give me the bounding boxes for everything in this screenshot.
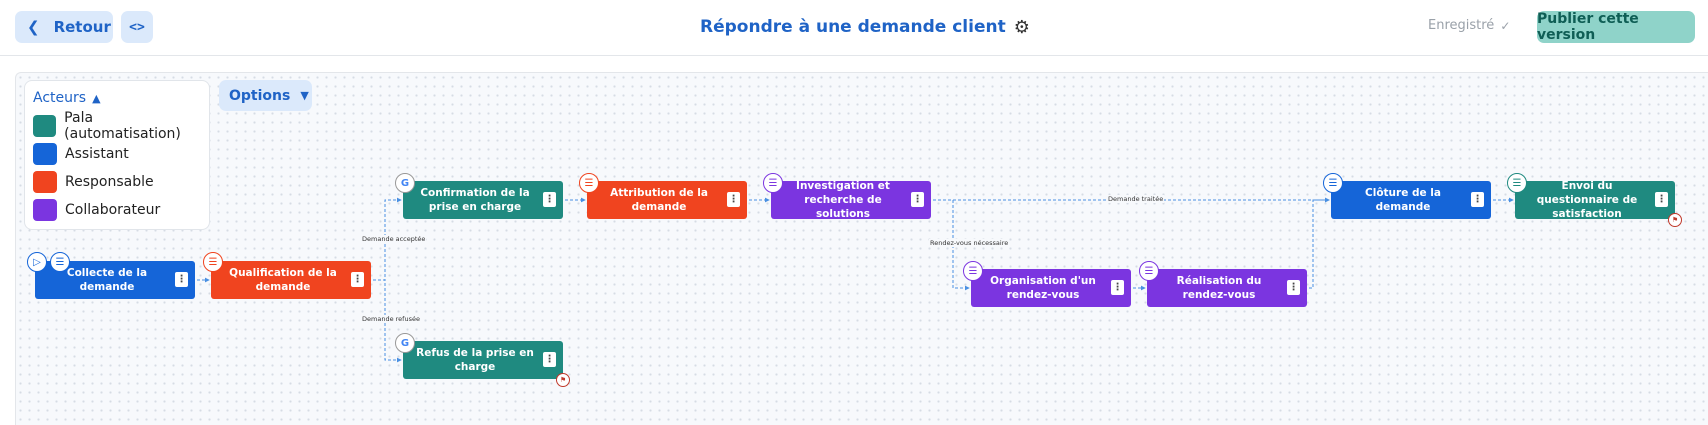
node-menu-icon[interactable]: ⋮	[911, 192, 924, 207]
back-button-label: Retour	[53, 18, 111, 36]
code-icon: <>	[129, 19, 145, 35]
legend-title: Acteurs	[33, 90, 87, 106]
node-menu-icon[interactable]: ⋮	[1287, 280, 1300, 295]
node-label: Collecte de la demande	[66, 267, 148, 293]
node-menu-icon[interactable]: ⋮	[1111, 280, 1124, 295]
chevron-left-icon: ❮	[27, 18, 40, 36]
edge-realisation-cloture[interactable]	[1309, 197, 1330, 289]
legend-item-label: Assistant	[65, 146, 129, 162]
options-button[interactable]: Options ▼	[219, 80, 312, 111]
page-title: Répondre à une demande client ⚙	[700, 15, 1030, 39]
legend-item: Responsable	[33, 171, 154, 193]
options-button-label: Options	[229, 87, 291, 104]
process-node-investigation[interactable]: Investigation et recherche de solutions …	[771, 180, 931, 220]
node-label: Qualification de la demande	[229, 267, 337, 293]
actors-legend: Acteurs ▲ Pala (automatisation) Assistan…	[24, 80, 210, 230]
back-button[interactable]: ❮ Retour	[15, 11, 113, 43]
document-icon: ☰	[579, 173, 599, 193]
node-label: Attribution de la demande	[610, 187, 708, 213]
workflow-canvas[interactable]	[15, 72, 1708, 425]
process-node-cloture[interactable]: Clôture de la demande ⋮	[1331, 181, 1491, 219]
document-icon: ☰	[1139, 261, 1159, 281]
node-menu-icon[interactable]: ⋮	[351, 272, 364, 287]
document-icon: ☰	[763, 173, 783, 193]
node-menu-icon[interactable]: ⋮	[727, 192, 740, 207]
legend-item-label: Collaborateur	[65, 202, 161, 218]
legend-swatch	[33, 143, 57, 165]
process-node-refus[interactable]: Refus de la prise en charge ⋮	[403, 341, 563, 379]
save-status: Enregistré ✓	[1428, 18, 1510, 33]
document-icon: ☰	[1323, 173, 1343, 193]
play-icon: ▷	[27, 252, 47, 272]
node-menu-icon[interactable]: ⋮	[543, 192, 556, 207]
code-view-button[interactable]: <>	[121, 11, 153, 43]
legend-item: Collaborateur	[33, 199, 160, 221]
edge-label: Rendez-vous nécessaire	[929, 239, 1010, 247]
node-menu-icon[interactable]: ⋮	[1655, 192, 1668, 207]
legend-toggle[interactable]: Acteurs ▲	[33, 90, 101, 106]
chevron-up-icon: ▲	[92, 91, 101, 105]
node-label: Réalisation du rendez-vous	[1176, 275, 1262, 301]
node-menu-icon[interactable]: ⋮	[175, 272, 188, 287]
legend-item-label: Responsable	[65, 174, 154, 190]
legend-item: Pala (automatisation)	[33, 110, 209, 142]
check-icon: ✓	[1500, 18, 1511, 33]
end-flag-icon: ⚑	[1668, 213, 1682, 227]
edge-investigation-organisation[interactable]	[933, 199, 970, 291]
end-flag-icon: ⚑	[556, 373, 570, 387]
node-menu-icon[interactable]: ⋮	[1471, 192, 1484, 207]
document-icon: ☰	[1507, 173, 1527, 193]
edge-label: Demande refusée	[361, 315, 421, 323]
google-icon: G	[395, 173, 415, 193]
node-label: Confirmation de la prise en charge	[420, 187, 530, 213]
node-label: Organisation d'un rendez-vous	[990, 275, 1096, 301]
gear-icon[interactable]: ⚙	[1013, 16, 1030, 38]
top-bar: ❮ Retour <> Répondre à une demande clien…	[0, 0, 1708, 56]
legend-swatch	[33, 199, 57, 221]
legend-item-label: Pala (automatisation)	[64, 110, 181, 142]
legend-swatch	[33, 115, 57, 137]
document-icon: ☰	[963, 261, 983, 281]
process-node-envoi[interactable]: Envoi du questionnaire de satisfaction ⋮	[1515, 180, 1675, 220]
google-icon: G	[395, 333, 415, 353]
chevron-down-icon: ▼	[300, 89, 309, 102]
page-title-text: Répondre à une demande client	[700, 17, 1006, 37]
node-label: Refus de la prise en charge	[416, 347, 534, 373]
legend-item: Assistant	[33, 143, 129, 165]
node-menu-icon[interactable]: ⋮	[543, 352, 556, 367]
node-label: Envoi du questionnaire de satisfaction	[1536, 180, 1638, 220]
process-node-attribution[interactable]: Attribution de la demande ⋮	[587, 181, 747, 219]
process-node-organisation[interactable]: Organisation d'un rendez-vous ⋮	[971, 269, 1131, 307]
document-icon: ☰	[50, 252, 70, 272]
publish-button[interactable]: Publier cette version	[1537, 11, 1695, 43]
process-node-confirmation[interactable]: Confirmation de la prise en charge ⋮	[403, 181, 563, 219]
publish-button-label: Publier cette version	[1537, 11, 1639, 43]
node-label: Investigation et recherche de solutions	[796, 180, 890, 220]
save-status-label: Enregistré	[1428, 18, 1495, 33]
edge-label: Demande traitée	[1107, 195, 1165, 203]
edge-label: Demande acceptée	[361, 235, 427, 243]
legend-swatch	[33, 171, 57, 193]
process-node-qualification[interactable]: Qualification de la demande ⋮	[211, 261, 371, 299]
process-node-realisation[interactable]: Réalisation du rendez-vous ⋮	[1147, 269, 1307, 307]
process-node-collecte[interactable]: Collecte de la demande ⋮	[35, 261, 195, 299]
document-icon: ☰	[203, 252, 223, 272]
node-label: Clôture de la demande	[1365, 187, 1441, 213]
